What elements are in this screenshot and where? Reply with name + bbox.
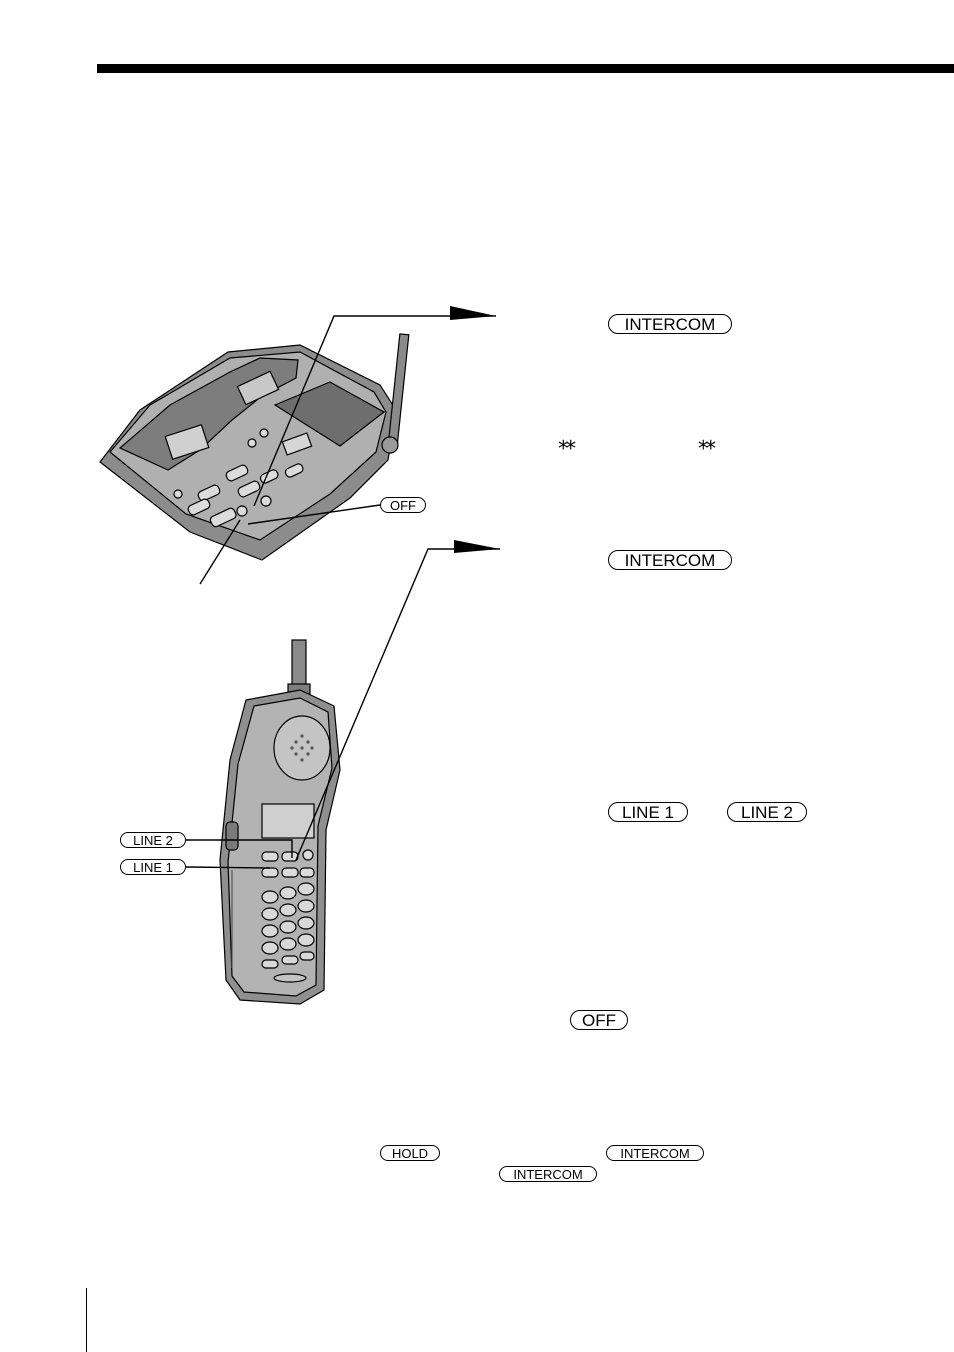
- off-key-label: OFF: [570, 1010, 628, 1030]
- asterisk-symbol: ⁎⁎: [698, 430, 716, 454]
- arrow-1: [450, 306, 496, 320]
- intercom-key-label: INTERCOM: [606, 1145, 704, 1161]
- off-callout-label: OFF: [380, 497, 426, 513]
- intercom-key-label: INTERCOM: [608, 314, 732, 334]
- handset: [219, 639, 341, 1005]
- line1-key-label: LINE 1: [608, 802, 688, 822]
- base-unit: [99, 333, 410, 561]
- top-rule: [97, 64, 954, 73]
- intercom-key-label: INTERCOM: [499, 1166, 597, 1182]
- intercom-key-label: INTERCOM: [608, 550, 732, 570]
- arrow-2: [454, 540, 500, 553]
- line2-callout-label: LINE 2: [120, 832, 186, 848]
- asterisk-symbol: ⁎⁎: [558, 430, 576, 454]
- line1-callout-label: LINE 1: [120, 859, 186, 875]
- line2-key-label: LINE 2: [727, 802, 807, 822]
- margin-rule: [86, 1288, 87, 1352]
- hold-key-label: HOLD: [380, 1145, 440, 1161]
